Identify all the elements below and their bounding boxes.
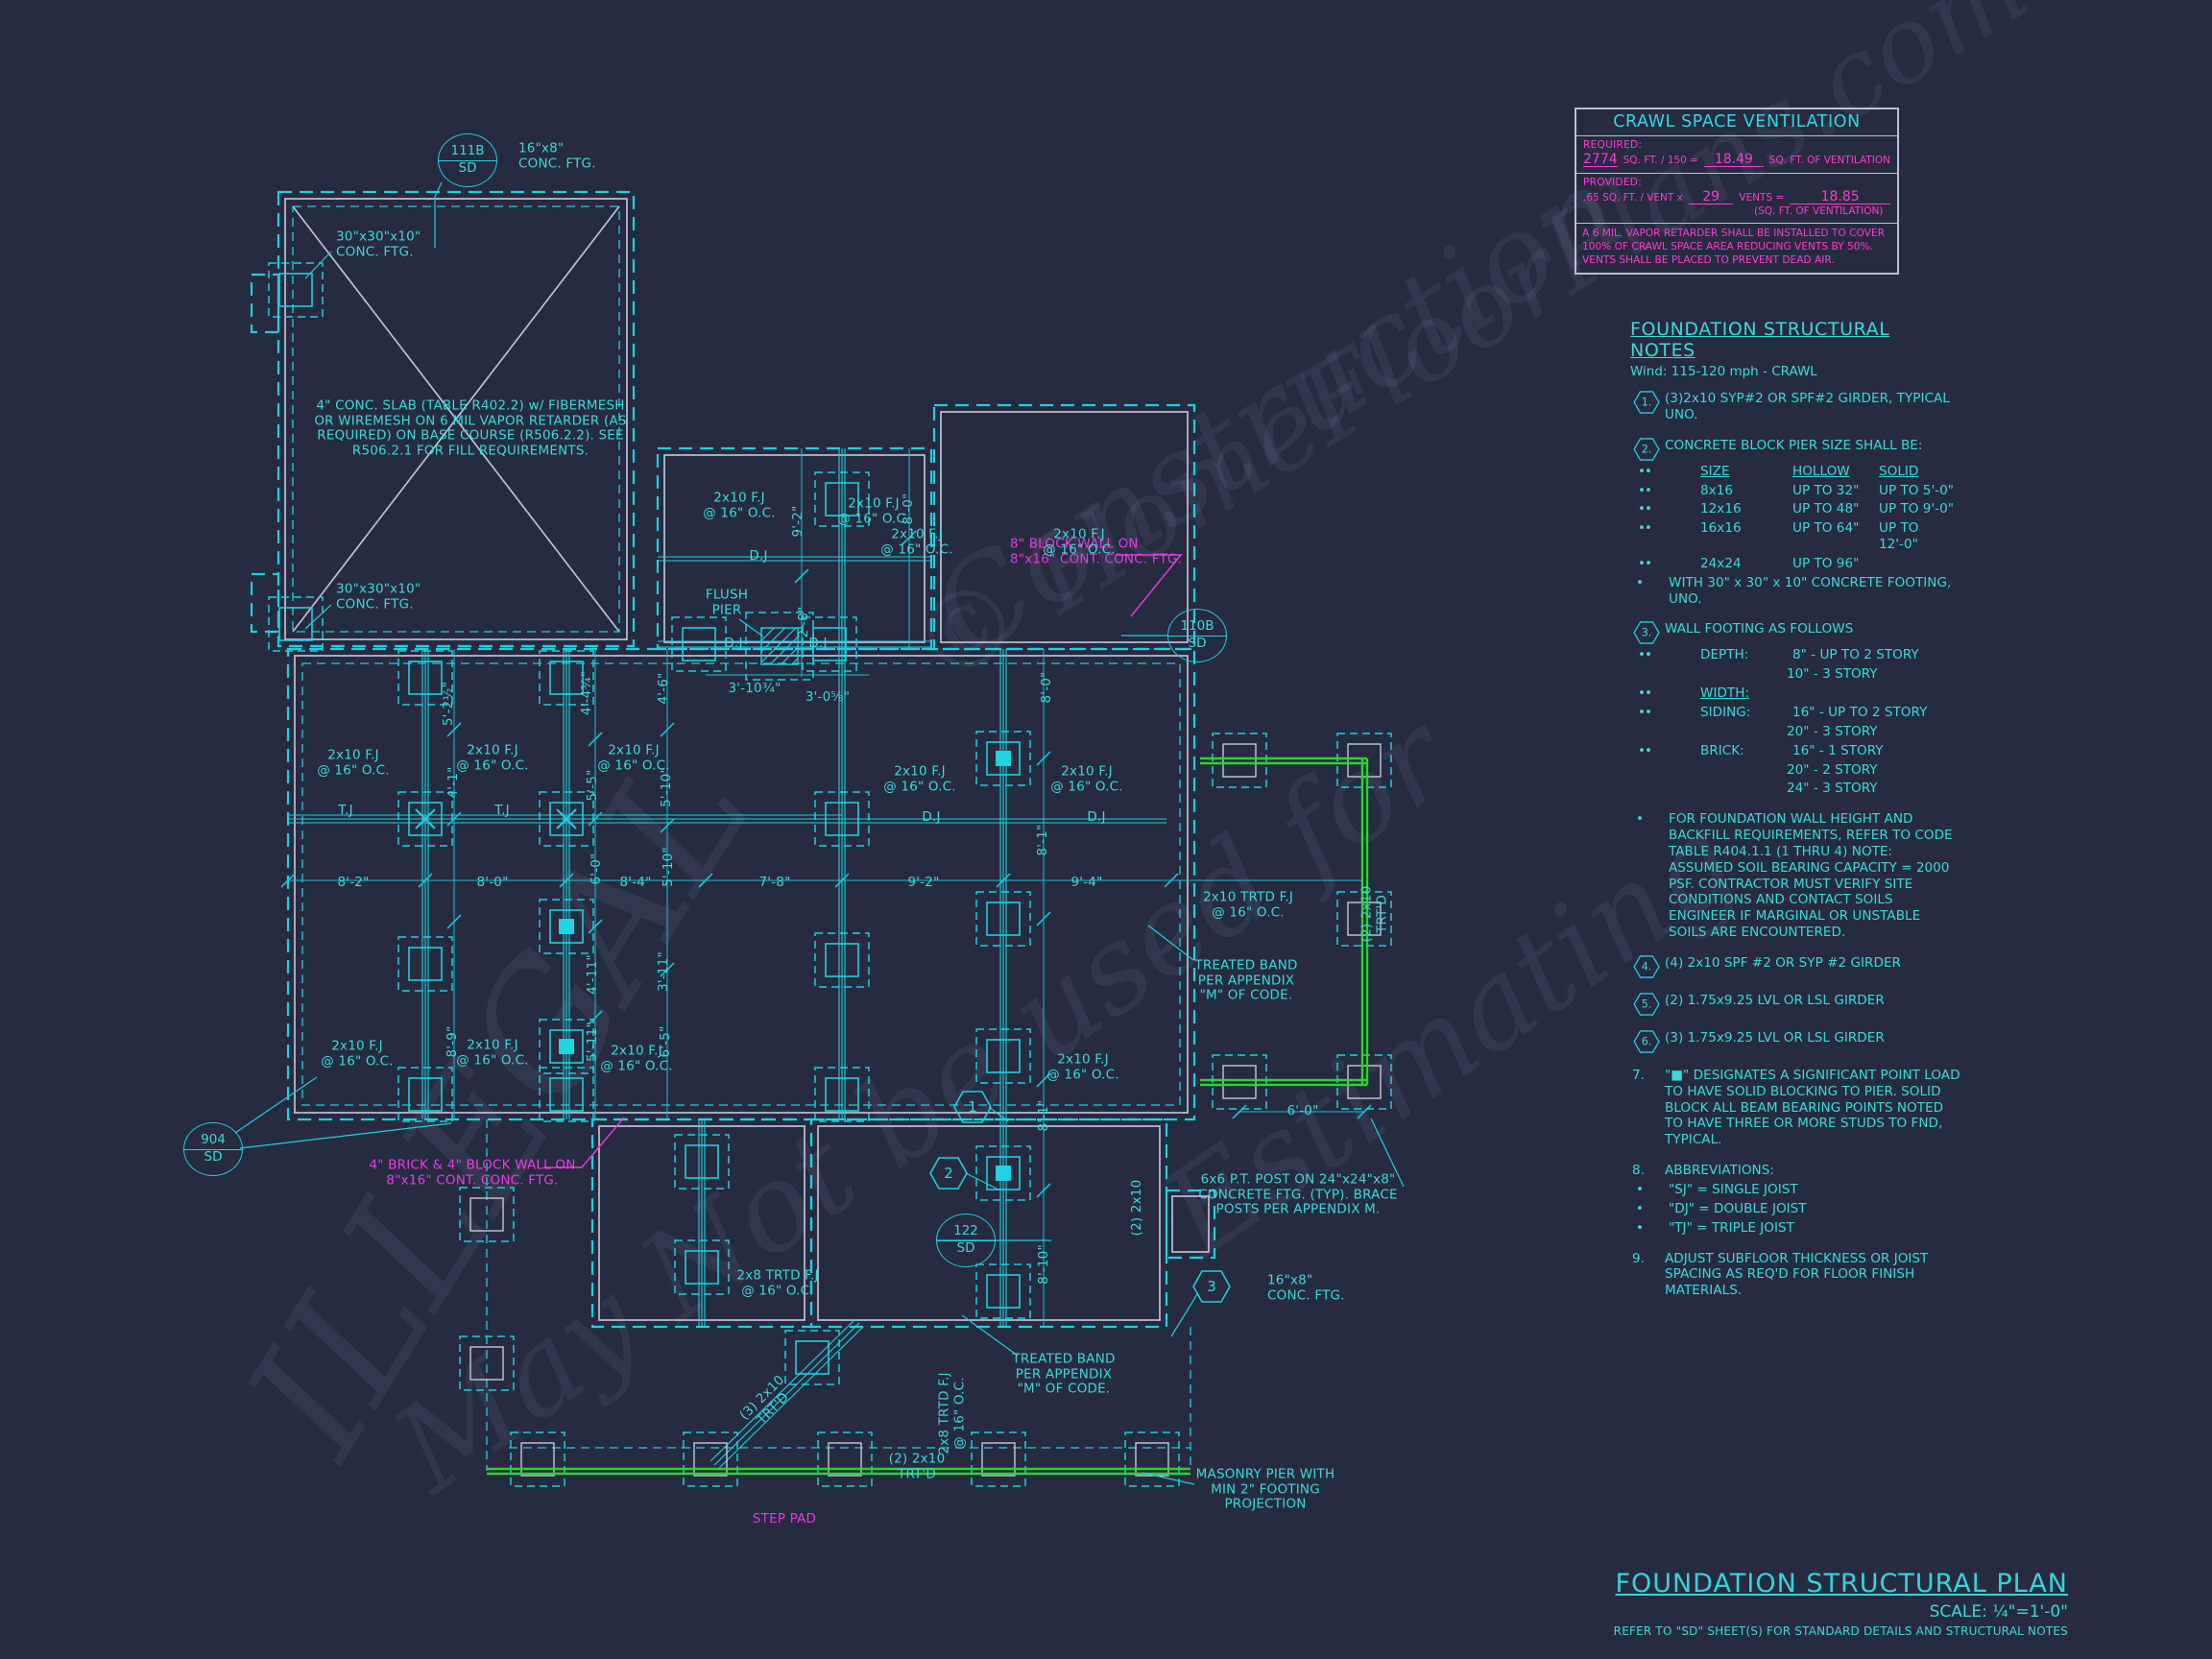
note-line: •"SJ" = SINGLE JOIST [1636,1182,1798,1197]
note-line: 8.ABBREVIATIONS: [1632,1163,1774,1179]
vent-required-suffix: SQ. FT. OF VENTILATION [1768,155,1890,166]
hex-callout-2: 2 [928,1156,969,1190]
note-line: 2.CONCRETE BLOCK PIER SIZE SHALL BE: [1630,438,1960,461]
callout-leaders [234,181,1405,1485]
note-line: ••WIDTH: [1638,685,1750,702]
notes-list: 1.(3)2x10 SYP#2 OR SPF#2 GIRDER, TYPICAL… [1630,391,1960,1299]
notes-title: FOUNDATION STRUCTURAL NOTES [1630,319,1890,361]
sheet-title: FOUNDATION STRUCTURAL PLAN [1615,1569,2068,1599]
svg-text:3.: 3. [1642,627,1652,639]
vent-table-title: CRAWL SPACE VENTILATION [1576,109,1897,136]
vent-required-row: REQUIRED: 2774 SQ. FT. / 150 = 18.49 SQ.… [1576,136,1897,174]
svg-text:2: 2 [944,1165,953,1182]
vent-provided-vents: 29 [1688,190,1734,204]
point-load-marks [415,808,577,830]
note-line: ••BRICK:16" - 1 STORY [1638,742,1884,758]
note-line: 10" - 3 STORY [1787,666,1878,683]
svg-text:5.: 5. [1642,998,1652,1011]
vent-provided-label: PROVIDED: [1583,177,1643,188]
svg-text:1: 1 [968,1098,977,1116]
note-line: •"DJ" = DOUBLE JOIST [1636,1200,1807,1216]
note-line: 3.WALL FOOTING AS FOLLOWS [1630,621,1960,645]
note-line: •"TJ" = TRIPLE JOIST [1636,1219,1794,1236]
sheet-reference-note: REFER TO "SD" SHEET(S) FOR STANDARD DETA… [1613,1624,2068,1638]
note-line: 4.(4) 2x10 SPF #2 OR SYP #2 GIRDER [1630,955,1960,978]
svg-text:4.: 4. [1642,961,1652,974]
notes-wind: Wind: 115-120 mph - CRAWL [1630,364,1817,379]
svg-text:1.: 1. [1642,397,1652,409]
svg-text:6.: 6. [1642,1036,1652,1048]
vent-provided-suffix: (SQ. FT. OF VENTILATION) [1754,205,1884,217]
interior-wall-dashed [292,205,1191,1471]
vent-provided-row: PROVIDED: .65 SQ. FT. / VENT x 29 VENTS … [1576,174,1897,224]
note-line: 6.(3) 1.75x9.25 LVL OR LSL GIRDER [1630,1030,1960,1053]
vent-required-result: 18.49 [1704,153,1764,167]
pier-symbols [268,262,1392,1487]
treated-girder-green [487,757,1369,1476]
vent-provided-result: 18.85 [1790,190,1890,204]
svg-text:3: 3 [1207,1278,1216,1295]
note-line: ••DEPTH:8" - UP TO 2 STORY [1638,647,1919,663]
vent-provided-prefix: .65 SQ. FT. / VENT x [1583,192,1683,204]
flush-pier [745,612,814,681]
sheet-scale: SCALE: ¼"=1'-0" [1929,1602,2068,1622]
note-line: •WITH 30" x 30" x 10" CONCRETE FOOTING, … [1636,574,1952,607]
hex-callout-3: 3 [1191,1269,1232,1304]
note-line: ••SIDING:16" - UP TO 2 STORY [1638,704,1928,720]
dimension-lines [288,448,1364,1327]
vent-provided-eq: VENTS = [1739,192,1785,204]
note-line: 7."■" DESIGNATES A SIGNIFICANT POINT LOA… [1632,1067,1960,1148]
vent-required-value: 2774 [1583,152,1618,167]
foundation-structural-notes: FOUNDATION STRUCTURAL NOTES Wind: 115-12… [1630,319,1960,1299]
note-line: 24" - 3 STORY [1787,781,1878,797]
wall-face-lines [284,198,1210,1321]
vent-note: A 6 MIL. VAPOR RETARDER SHALL BE INSTALL… [1582,228,1885,266]
svg-text:2.: 2. [1642,443,1652,455]
vent-required-label: REQUIRED: [1583,139,1643,151]
title-block: FOUNDATION STRUCTURAL PLAN SCALE: ¼"=1'-… [1614,1569,2068,1638]
vent-required-op: SQ. FT. / 150 = [1623,155,1698,166]
girder-lines [288,448,1166,1470]
note-line: 9.ADJUST SUBFLOOR THICKNESS OR JOIST SPA… [1632,1250,1929,1299]
note-line: 20" - 3 STORY [1787,723,1878,739]
crawl-space-ventilation-table: CRAWL SPACE VENTILATION REQUIRED: 2774 S… [1575,108,1899,276]
note-line: 1.(3)2x10 SYP#2 OR SPF#2 GIRDER, TYPICAL… [1630,391,1960,423]
note-line: 20" - 2 STORY [1787,761,1878,778]
exterior-wall-dashed [250,190,1216,1329]
wall-note-leaders [543,554,1183,1168]
hex-callout-1: 1 [952,1090,993,1124]
note-line: •FOR FOUNDATION WALL HEIGHT AND BACKFILL… [1636,811,1953,941]
dimension-ticks [280,530,1372,1198]
note-line: 5.(2) 1.75x9.25 LVL OR LSL GIRDER [1630,993,1960,1016]
